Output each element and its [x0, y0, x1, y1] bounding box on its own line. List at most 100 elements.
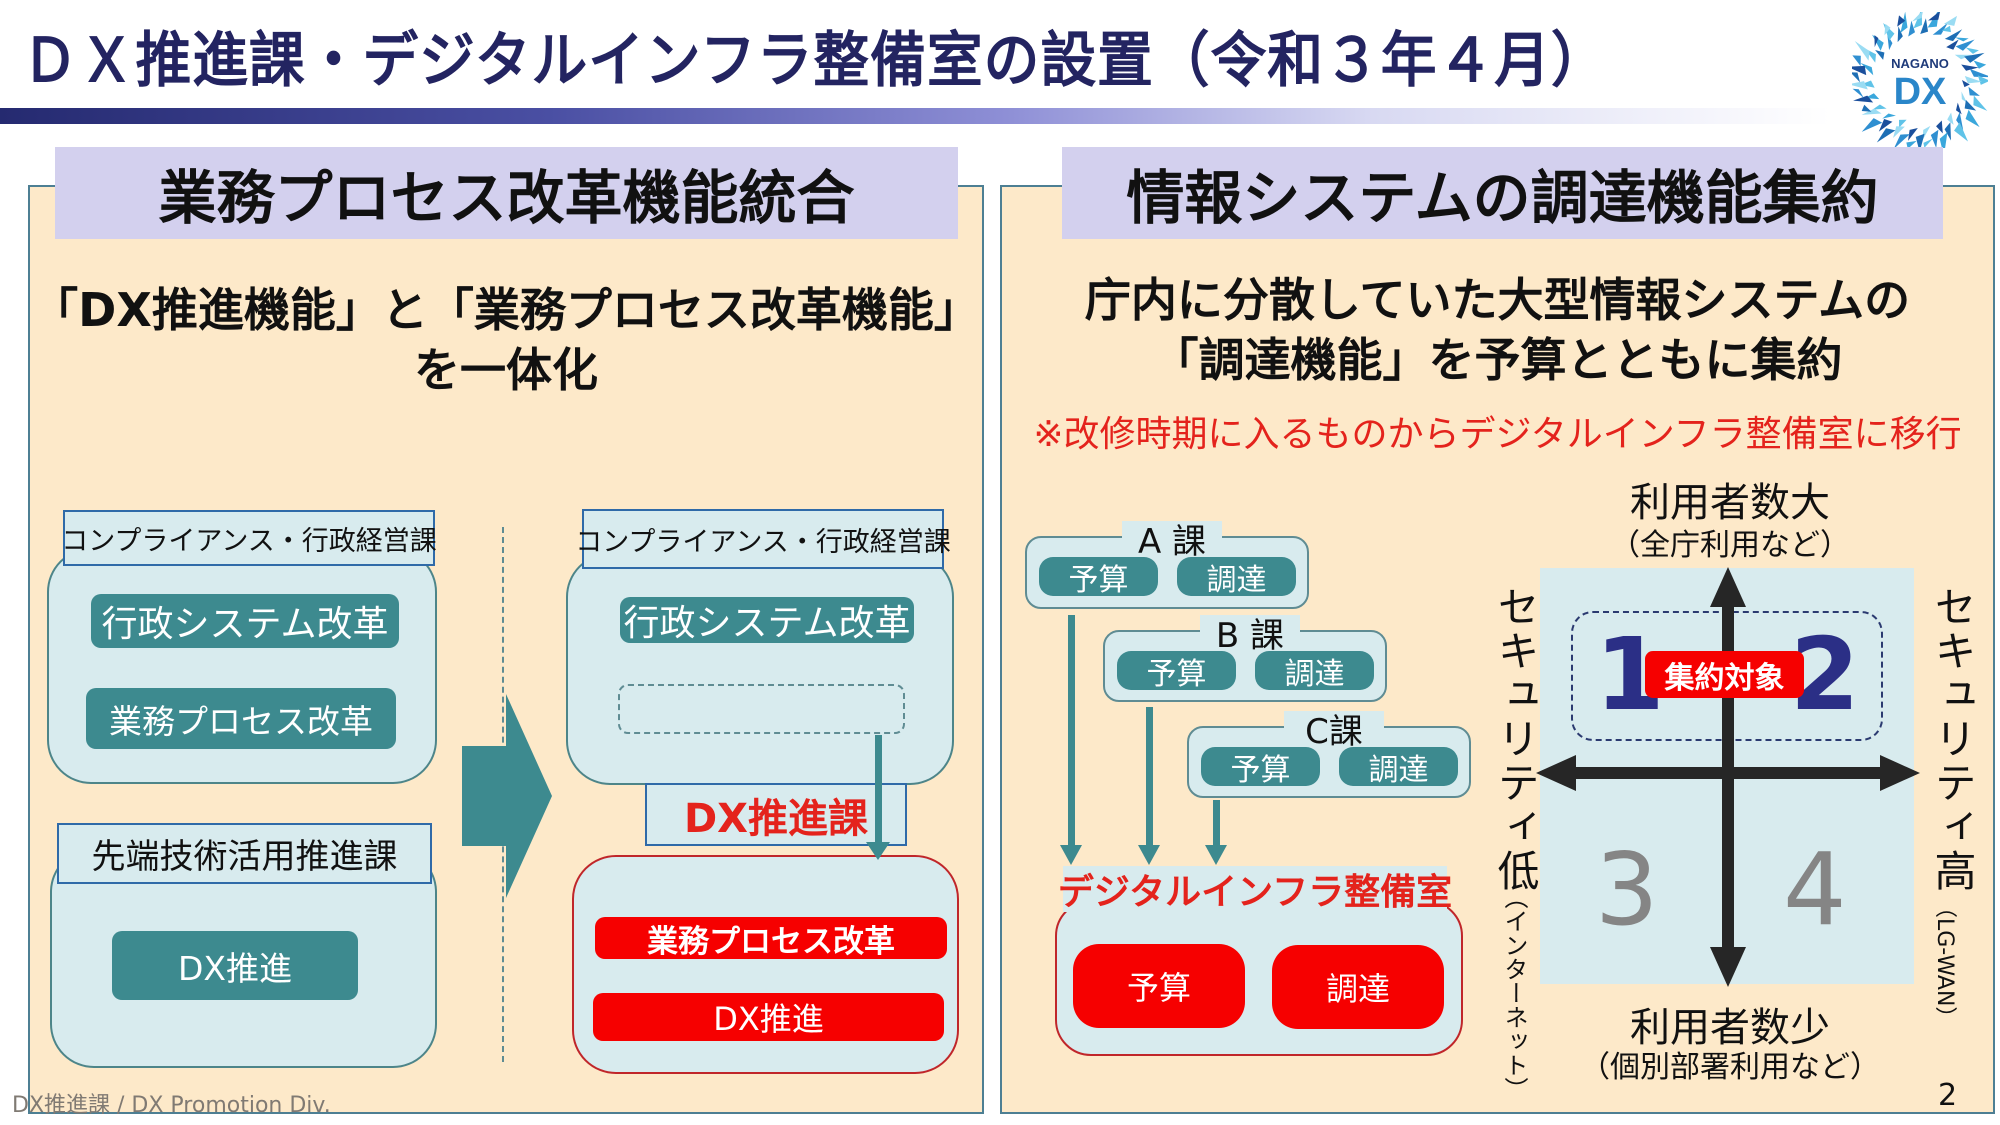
after-dx-division-org	[572, 855, 959, 1074]
axis-bottom-label: 利用者数少	[1630, 1005, 1830, 1051]
right-lead-line-1: 庁内に分散していた大型情報システムの	[1084, 273, 1911, 327]
axis-left-label: セキュリティ低	[1491, 585, 1540, 893]
logo-shard	[1936, 120, 1943, 134]
logo-shard	[1861, 108, 1882, 115]
logo-shard	[1922, 125, 1931, 140]
quadrant-3: 3	[1595, 831, 1659, 948]
logo-shard	[1897, 26, 1903, 43]
logo-shard	[1962, 80, 1970, 88]
logo-shard	[1961, 64, 1979, 71]
axis-down-arrow-icon	[1710, 947, 1746, 987]
logo-shard	[1923, 138, 1933, 148]
logo-shard	[1928, 10, 1941, 21]
logo-shard	[1955, 102, 1962, 115]
dept-c-arrow-head	[1205, 845, 1227, 865]
moved-function-placeholder	[618, 684, 905, 734]
dept-b-arrow-shaft	[1146, 707, 1153, 855]
logo-shard	[1954, 37, 1969, 42]
axis-left-arrow-icon	[1536, 755, 1576, 791]
department-b-budget: 予算	[1117, 651, 1236, 692]
before-compliance-label: コンプライアンス・行政経営課	[61, 510, 437, 566]
logo-shard	[1943, 15, 1958, 26]
logo-shard	[1872, 34, 1884, 51]
logo-shard	[1912, 10, 1924, 22]
logo-shard	[1908, 20, 1916, 37]
logo-shard	[1954, 122, 1968, 142]
logo-shard	[1944, 29, 1963, 42]
after-business-process-reform: 業務プロセス改革	[595, 917, 947, 960]
logo-main-text: DX	[1894, 71, 1947, 113]
axis-right-sub: （LG-WAN）	[1932, 896, 1957, 1029]
logo-shard	[1973, 60, 1987, 69]
logo-shard	[1973, 95, 1988, 111]
department-b-title: B 課	[1200, 615, 1300, 656]
digital-infra-office-title: デジタルインフラ整備室	[1058, 866, 1452, 913]
footer-org-text: DX推進課 / DX Promotion Div.	[12, 1093, 331, 1118]
consolidation-target-badge: 集約対象	[1645, 651, 1804, 698]
digital-infra-procurement: 調達	[1272, 945, 1444, 1029]
logo-shard	[1861, 118, 1883, 132]
logo-shard	[1964, 75, 1982, 84]
logo-shard	[1875, 50, 1885, 60]
after-admin-system-reform: 行政システム改革	[620, 597, 914, 644]
axis-top-sub: （全庁利用など）	[1610, 528, 1850, 563]
logo-shard	[1961, 91, 1967, 103]
logo-shard	[1941, 25, 1951, 33]
logo-shard	[1899, 119, 1907, 128]
department-c-title: C課	[1284, 711, 1384, 752]
department-b-procurement: 調達	[1255, 651, 1374, 692]
logo-shard	[1947, 112, 1954, 125]
before-business-process-reform: 業務プロセス改革	[86, 688, 396, 749]
department-a-title: A 課	[1122, 521, 1222, 562]
logo-shard	[1955, 39, 1975, 51]
logo-shard	[1968, 86, 1980, 96]
left-lead-line-1: 「DX推進機能」と「業務プロセス改革機能」	[32, 283, 980, 337]
logo-shard	[1956, 112, 1964, 130]
migration-note: ※改修時期に入るものからデジタルインフラ整備室に移行	[1033, 414, 1962, 455]
logo-shard	[1964, 52, 1985, 63]
logo-shard	[1946, 39, 1959, 50]
logo-shard	[1897, 15, 1906, 27]
axis-top-label: 利用者数大	[1630, 480, 1830, 526]
logo-shard	[1878, 119, 1893, 132]
right-arrow-icon	[462, 694, 552, 898]
axis-up-arrow-icon	[1710, 567, 1746, 607]
nagano-dx-logo: NAGANO DX	[1847, 8, 1992, 157]
logo-shard	[1900, 11, 1908, 33]
logo-shard	[1893, 126, 1905, 139]
after-dx-promotion: DX推進	[593, 993, 944, 1041]
axis-right-arrow-icon	[1880, 755, 1920, 791]
logo-shard	[1906, 140, 1917, 149]
logo-shard	[1944, 122, 1951, 141]
logo-top-text: NAGANO	[1891, 56, 1949, 71]
logo-shard	[1848, 81, 1868, 90]
logo-shard	[1964, 99, 1977, 111]
logo-shard	[1854, 40, 1870, 61]
department-a-budget: 予算	[1039, 557, 1158, 598]
department-c-procurement: 調達	[1339, 747, 1458, 788]
dept-a-arrow-head	[1060, 845, 1082, 865]
logo-shard	[1872, 104, 1887, 110]
logo-shard	[1939, 132, 1948, 157]
before-advanced-tech-label: 先端技術活用推進課	[57, 823, 432, 884]
logo-shard	[1930, 129, 1939, 149]
after-dx-division-label: DX推進課	[645, 783, 907, 846]
logo-icon: NAGANO DX	[1847, 8, 1992, 157]
before-admin-system-reform: 行政システム改革	[91, 594, 399, 648]
transfer-arrow-head	[866, 842, 890, 860]
logo-shard	[1884, 23, 1891, 36]
logo-shard	[1850, 72, 1861, 83]
logo-shard	[1977, 75, 1990, 85]
page-number: 2	[1938, 1078, 1958, 1113]
logo-shard	[1852, 88, 1864, 98]
axis-right-label: セキュリティ高	[1928, 585, 1977, 893]
logo-shard	[1965, 47, 1979, 54]
page-title: ＤＸ推進課・デジタルインフラ整備室の設置（令和３年４月）	[22, 26, 1608, 96]
department-a-procurement: 調達	[1177, 557, 1296, 598]
dept-arrow-heads	[1060, 845, 1227, 865]
department-c-budget: 予算	[1201, 747, 1320, 788]
left-lead-line-2: を一体化	[414, 343, 598, 397]
logo-shard	[1932, 22, 1949, 35]
logo-shard	[1853, 95, 1874, 103]
logo-shard	[1852, 55, 1861, 67]
